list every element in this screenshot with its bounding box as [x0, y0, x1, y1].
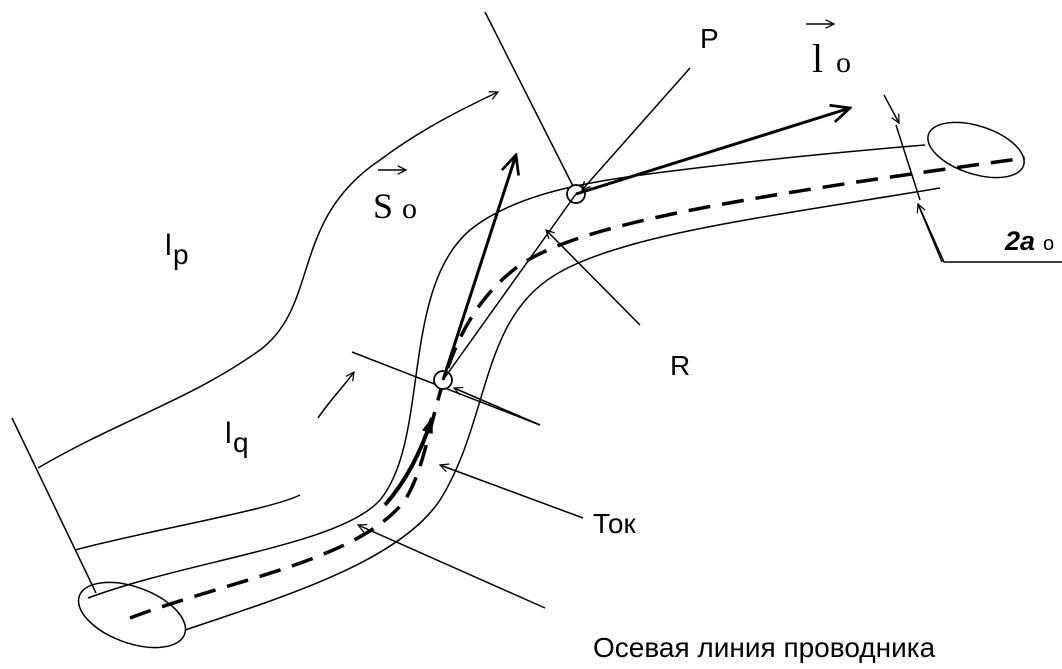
diameter-leader: [917, 203, 1062, 263]
label-radius-r: R: [670, 350, 690, 381]
label-lq: l q: [225, 417, 249, 458]
diameter-letter: 2a: [1004, 226, 1035, 256]
field-lines: [37, 92, 498, 551]
normal-line-at-p: [484, 11, 579, 197]
vector-l0-letter: l: [812, 36, 823, 81]
vector-l0-line: [575, 108, 850, 196]
current-arrow-lower: [383, 416, 434, 507]
diameter-arrow-top: [883, 94, 900, 123]
field-line-lp: [37, 92, 498, 469]
label-point-q: Q: [518, 452, 541, 485]
lq-letter: l: [225, 417, 232, 450]
label-vector-l0: l o: [806, 24, 851, 81]
label-lp: l p: [165, 229, 189, 270]
conductor-lower-edge: [184, 187, 941, 631]
label-diameter: 2a o: [1004, 226, 1054, 256]
lp-sub: p: [173, 239, 189, 270]
conductor-tube: [77, 121, 1025, 649]
leader-arrows: [358, 67, 691, 609]
label-current: Ток: [593, 508, 636, 539]
diameter-extension: [895, 124, 921, 201]
near-end-cross-section: [77, 581, 187, 649]
conductor-upper-edge: [87, 144, 926, 599]
leader-q: [454, 388, 541, 426]
lp-letter: l: [165, 229, 172, 262]
leader-p: [582, 67, 691, 190]
diameter-dimension: [883, 94, 1062, 263]
normal-line-left: [11, 417, 97, 594]
label-vector-s0: S o: [373, 170, 417, 226]
vector-s0-sub: o: [402, 192, 417, 225]
current-arrows: [383, 416, 434, 507]
label-q-clip: Q: [518, 452, 541, 485]
label-point-p: P: [700, 23, 719, 54]
diameter-sub: o: [1043, 233, 1054, 255]
leader-axial: [358, 525, 546, 609]
vectors: [441, 108, 850, 381]
label-axial-line: Осевая линия проводника: [593, 632, 936, 663]
lq-sub: q: [233, 427, 249, 458]
vector-l0-sub: o: [836, 46, 851, 79]
radius-r-line: [442, 193, 577, 381]
vector-s0-line: [441, 155, 516, 381]
vector-s0-letter: S: [373, 186, 393, 226]
leader-r: [546, 230, 641, 326]
leader-current: [440, 465, 584, 519]
field-line-lq-arrow: [317, 372, 354, 419]
far-end-cross-section: [927, 121, 1025, 179]
axial-dashed-line: [129, 156, 1026, 620]
field-line-lq: [74, 494, 301, 551]
